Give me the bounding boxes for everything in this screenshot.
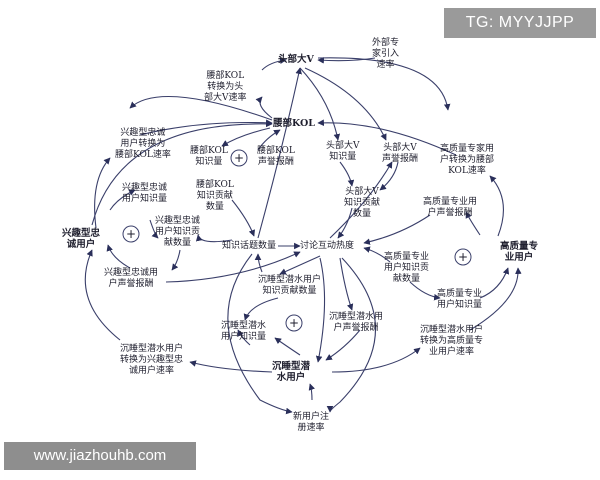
arrow-topic-to-interest [195,234,233,243]
arrow-interest-reputation-to-user [106,244,131,269]
node-head-v: 头部大V [278,54,314,65]
node-waist-reputation: 腰部KOL 声誉报酬 [257,146,295,167]
loop-hq-marker: + [457,250,469,264]
arrow-dormant-user-knowledge [274,337,301,356]
node-head-reputation: 头部大V 声誉报酬 [382,143,419,164]
loop-interest-circle [122,225,140,243]
arrow-headv-big-arc [317,57,451,111]
node-hq-contribution: 高质量专业 用户知识贡 献数量 [384,252,430,284]
arrow-hq-contribution-to-heat [363,246,391,263]
loop-waist-marker: + [233,151,245,165]
node-interest-reputation: 兴趣型忠诚用 户声誉报酬 [104,268,159,289]
arrow-dormant-hq-rate-to-hq [469,267,522,331]
watermark-top: TG: MYYJJPP [444,8,596,38]
arrow-hq-rate-to-waist [317,119,457,156]
node-hq-to-waist-rate: 高质量专家用 户转换为腰部 KOL速率 [440,144,495,176]
arrow-hq-contribution-to-knowledge [409,281,441,301]
watermark-bottom: www.jiazhouhb.com [4,442,196,470]
node-dormant-user: 沉睡型潜 水用户 [272,361,311,383]
arrow-heat-to-headv-rep [329,161,393,239]
arrow-topic-to-new-user [227,253,293,415]
node-waist-contribution: 腰部KOL 知识贡献 数量 [196,180,234,212]
node-hq-knowledge: 高质量专业 用户知识量 [437,289,483,310]
node-interest-loyal-user: 兴趣型忠 诚用户 [62,228,101,250]
arrow-interest-rate-to-waist [139,119,273,136]
arrow-interest-rep-to-heat [165,251,301,283]
node-interest-contribution: 兴趣型忠诚 用户知识贡 献数量 [155,216,201,248]
arrow-hq-rep-to-heat [363,214,431,245]
arrow-heat-to-dormant [315,257,326,363]
node-hq-reputation: 高质量专业用 户声誉报酬 [423,197,478,218]
arrow-head-knowledge-to-contribution [339,161,355,187]
arrow-interest-contribution-in [149,219,159,239]
arrow-new-user-to-dormant [308,383,316,401]
node-dormant-to-interest-rate: 沉睡型潜水用户 转换为兴趣型忠 诚用户速率 [120,344,184,376]
arrow-heat-to-new-user [326,257,377,413]
arrow-dormant-to-interest-rate [189,360,273,373]
arrow-heat-to-dormant-rep [339,257,354,311]
arrow-topic-to-headv [257,67,302,239]
loop-dormant-marker: + [288,316,300,330]
node-dormant-contribution: 沉睡型潜水用户 知识贡献数量 [258,275,322,296]
arrow-headv-to-knowledge [299,67,341,141]
node-head-contribution: 头部大V 知识贡献 数量 [344,187,381,219]
arrow-waist-contribution-to-topic [231,199,256,237]
node-waist-knowledge: 腰部KOL 知识量 [190,146,228,167]
node-interest-to-waist-rate: 兴趣型忠诚 用户转换为 腰部KOL速率 [115,128,171,160]
node-waist-to-head-rate: 腰部KOL 转换为头 部大V速率 [204,71,247,103]
arrow-external-to-headv [317,57,376,64]
arrow-head-contribution-to-heat [337,207,353,239]
node-external-expert-rate: 外部专 家引入 速率 [372,38,400,70]
arrow-heat-to-dormant-contrib [279,255,321,275]
arrow-waist-to-rate [255,96,273,119]
arrow-interest-reputation [171,249,181,271]
arrow-dormant-contrib-down [243,297,279,321]
arrow-interest-knowledge [109,189,136,211]
node-topic-count: 知识话题数量 [222,241,277,251]
node-dormant-knowledge: 沉睡型潜水 用户知识量 [221,321,267,342]
arrow-head-reputation-to-contribution [379,161,399,191]
arrow-hq-to-rate [489,175,504,237]
arrow-hq-reputation [465,211,481,236]
loop-hq-circle [454,248,472,266]
arrow-dormant-rep [325,329,361,361]
arrow-waist-big-arc-left [129,95,273,121]
node-waist-kol: 腰部KOL [273,118,315,129]
loop-dormant-circle [285,314,303,332]
node-interest-knowledge: 兴趣型忠诚 用户知识量 [122,183,168,204]
node-head-knowledge: 头部大V 知识量 [326,141,360,162]
arrow-dormant-contrib-to-topic [254,253,263,273]
arrow-hq-knowledge-to-user [479,267,510,299]
arrow-interest-rate-to-interest [84,249,121,341]
arrow-left-big-arc [91,120,273,226]
arrow-waist-reputation-up [257,129,281,151]
loop-interest-marker: + [125,227,137,241]
loop-circles [122,149,472,332]
node-hq-user: 高质量专 业用户 [500,241,539,263]
node-new-user-rate: 新用户注 册速率 [293,412,330,433]
arrow-dormant-to-hq-rate [331,347,421,373]
node-dormant-to-hq-rate: 沉睡型潜水用户 转换为高质量专 业用户速率 [420,325,484,357]
node-dormant-reputation: 沉睡型潜水用 户声誉报酬 [329,312,384,333]
arrow-dormant-knowledge [237,329,251,346]
arrow-interest-to-rate [94,157,111,229]
arrow-waist-to-knowledge [221,127,271,147]
loop-waist-circle [230,149,248,167]
arrow-rate-to-headv [261,57,287,71]
node-discussion-heat: 讨论互动热度 [300,241,355,251]
arrow-headv-to-reputation [304,67,387,141]
